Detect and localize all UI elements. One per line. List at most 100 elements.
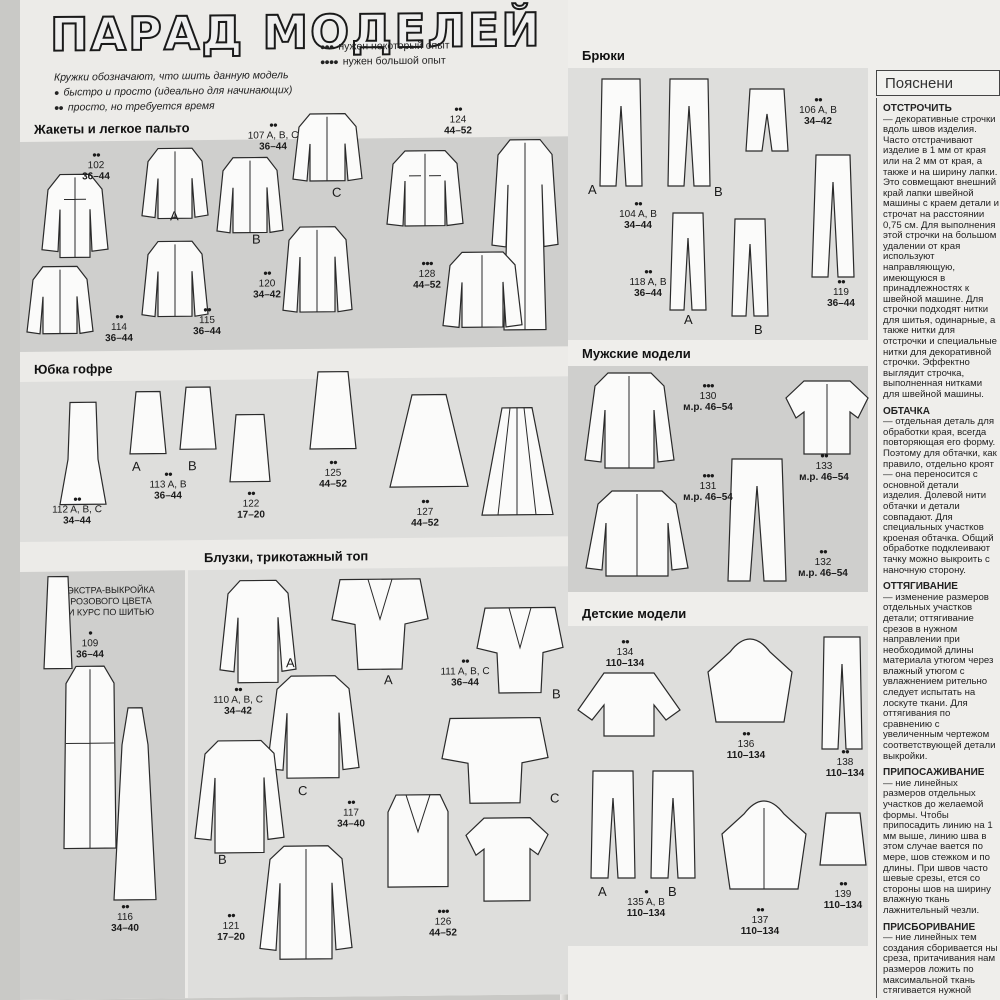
- variant-label: C: [298, 782, 308, 799]
- skirt-pleated-sketch[interactable]: [480, 404, 555, 520]
- glossary-text: — ние линейных тем создания сборивается …: [883, 932, 998, 998]
- explanations-column: ОТСТРОЧИТЬ — декоративные строчки вдоль …: [876, 98, 1000, 998]
- kids-hoodie-137-sketch[interactable]: [714, 794, 814, 894]
- glossary-term: ОБТАЧКА: [883, 405, 931, 417]
- kids-top-134-sketch[interactable]: [574, 670, 684, 740]
- kids-trousers-138-sketch[interactable]: [820, 634, 864, 754]
- blouse-110c-sketch[interactable]: [192, 737, 287, 858]
- jacket-120-sketch[interactable]: [280, 221, 355, 317]
- section-title-men: Мужские модели: [582, 346, 691, 361]
- trousers-104b-sketch[interactable]: [664, 76, 714, 191]
- explanations-heading: Пояснени: [876, 70, 1000, 96]
- glossary-term: ОТТЯГИВАНИЕ: [883, 581, 958, 593]
- trousers-118a-sketch[interactable]: [668, 210, 708, 315]
- top-109-sketch[interactable]: [38, 573, 78, 673]
- kids-skirt-139-sketch[interactable]: [818, 810, 868, 870]
- variant-label: A: [588, 182, 597, 197]
- trousers-118b-sketch[interactable]: [730, 216, 770, 321]
- men-trousers-132-sketch[interactable]: [724, 456, 790, 586]
- variant-label: B: [668, 884, 677, 899]
- left-page: ПАРАД МОДЕЛЕЙ Кружки обозначают, что шит…: [20, 0, 575, 1000]
- legend-left: Кружки обозначают, что шить данную модел…: [54, 69, 292, 116]
- top-126-sketch[interactable]: [382, 791, 454, 892]
- glossary-text: — изменение размеров отдельных участков …: [883, 591, 996, 762]
- skirt-125-sketch[interactable]: [308, 368, 358, 454]
- variant-label: B: [552, 686, 561, 702]
- glossary-term: ПРИПОСАЖИВАНИЕ: [883, 767, 985, 779]
- variant-label: B: [754, 322, 763, 337]
- variant-label: A: [598, 884, 607, 899]
- variant-label: A: [684, 312, 693, 327]
- men-shirt-133-sketch[interactable]: [782, 378, 872, 458]
- section-title-jackets: Жакеты и легкое пальто: [34, 120, 190, 137]
- men-jacket-130-sketch[interactable]: [582, 370, 677, 470]
- jacket-115-sketch[interactable]: [140, 236, 210, 322]
- blouse-110a-sketch[interactable]: [218, 577, 298, 688]
- trousers-106-sketch[interactable]: [744, 86, 790, 156]
- skirt-112-sketch[interactable]: [58, 399, 108, 510]
- legend-intro: Кружки обозначают, что шить данную модел…: [54, 69, 289, 84]
- legend-right: ●●●нужен некоторый опыт ●●●●нужен большо…: [320, 40, 450, 71]
- legend-item: ●быстро и просто (идеально для начинающи…: [54, 84, 293, 99]
- top-111c-sketch[interactable]: [440, 712, 550, 808]
- legend-item: ●●●●нужен большой опыт: [320, 54, 446, 68]
- glossary-text: — декоративные строчки вдоль швов издели…: [883, 113, 999, 401]
- trousers-119-sketch[interactable]: [810, 152, 856, 282]
- kids-trousers-135a-sketch[interactable]: [588, 768, 638, 883]
- extra-pattern-note: ЭКСТРА-ВЫКРОЙКА РОЗОВОГО ЦВЕТА И КУРС ПО…: [67, 584, 155, 618]
- skirt-127-sketch[interactable]: [388, 391, 470, 492]
- jacket-107a-sketch[interactable]: [140, 143, 210, 224]
- skirt-113b-sketch[interactable]: [178, 384, 218, 454]
- jacket-114-sketch[interactable]: [25, 261, 95, 337]
- section-title-trousers: Брюки: [582, 48, 625, 63]
- trousers-104a-sketch[interactable]: [596, 76, 646, 191]
- skirt-122-sketch[interactable]: [228, 411, 272, 486]
- blouse-short-sleeve-sketch[interactable]: [462, 814, 552, 905]
- jacket-128-sketch[interactable]: [440, 247, 525, 333]
- glossary-text: — отдельная деталь для обработки края, в…: [883, 416, 997, 576]
- section-title-blouses: Блузки, трикотажный топ: [204, 548, 369, 566]
- jacket-102-sketch[interactable]: [40, 169, 110, 260]
- legend-item: ●●просто, но требуется время: [54, 99, 215, 114]
- jacket-124-sketch[interactable]: [385, 145, 465, 231]
- glossary-text: — ние линейных размеров отдельных участк…: [883, 777, 993, 916]
- kids-trousers-135b-sketch[interactable]: [648, 768, 698, 883]
- blouse-121-sketch[interactable]: [256, 842, 356, 963]
- top-111a-sketch[interactable]: [330, 574, 430, 675]
- men-jacket-131-sketch[interactable]: [582, 488, 692, 578]
- dress-116-sketch[interactable]: [110, 705, 160, 906]
- variant-label: B: [252, 231, 261, 247]
- variant-label: B: [218, 851, 227, 867]
- dress-coat-sketch[interactable]: [60, 663, 120, 854]
- jacket-107b-sketch[interactable]: [215, 152, 285, 238]
- top-111b-sketch[interactable]: [475, 602, 565, 698]
- kids-hoodie-136-sketch[interactable]: [700, 632, 800, 727]
- section-title-kids: Детские модели: [582, 606, 687, 621]
- skirt-113a-sketch[interactable]: [128, 388, 168, 458]
- jacket-107c-sketch[interactable]: [290, 108, 365, 189]
